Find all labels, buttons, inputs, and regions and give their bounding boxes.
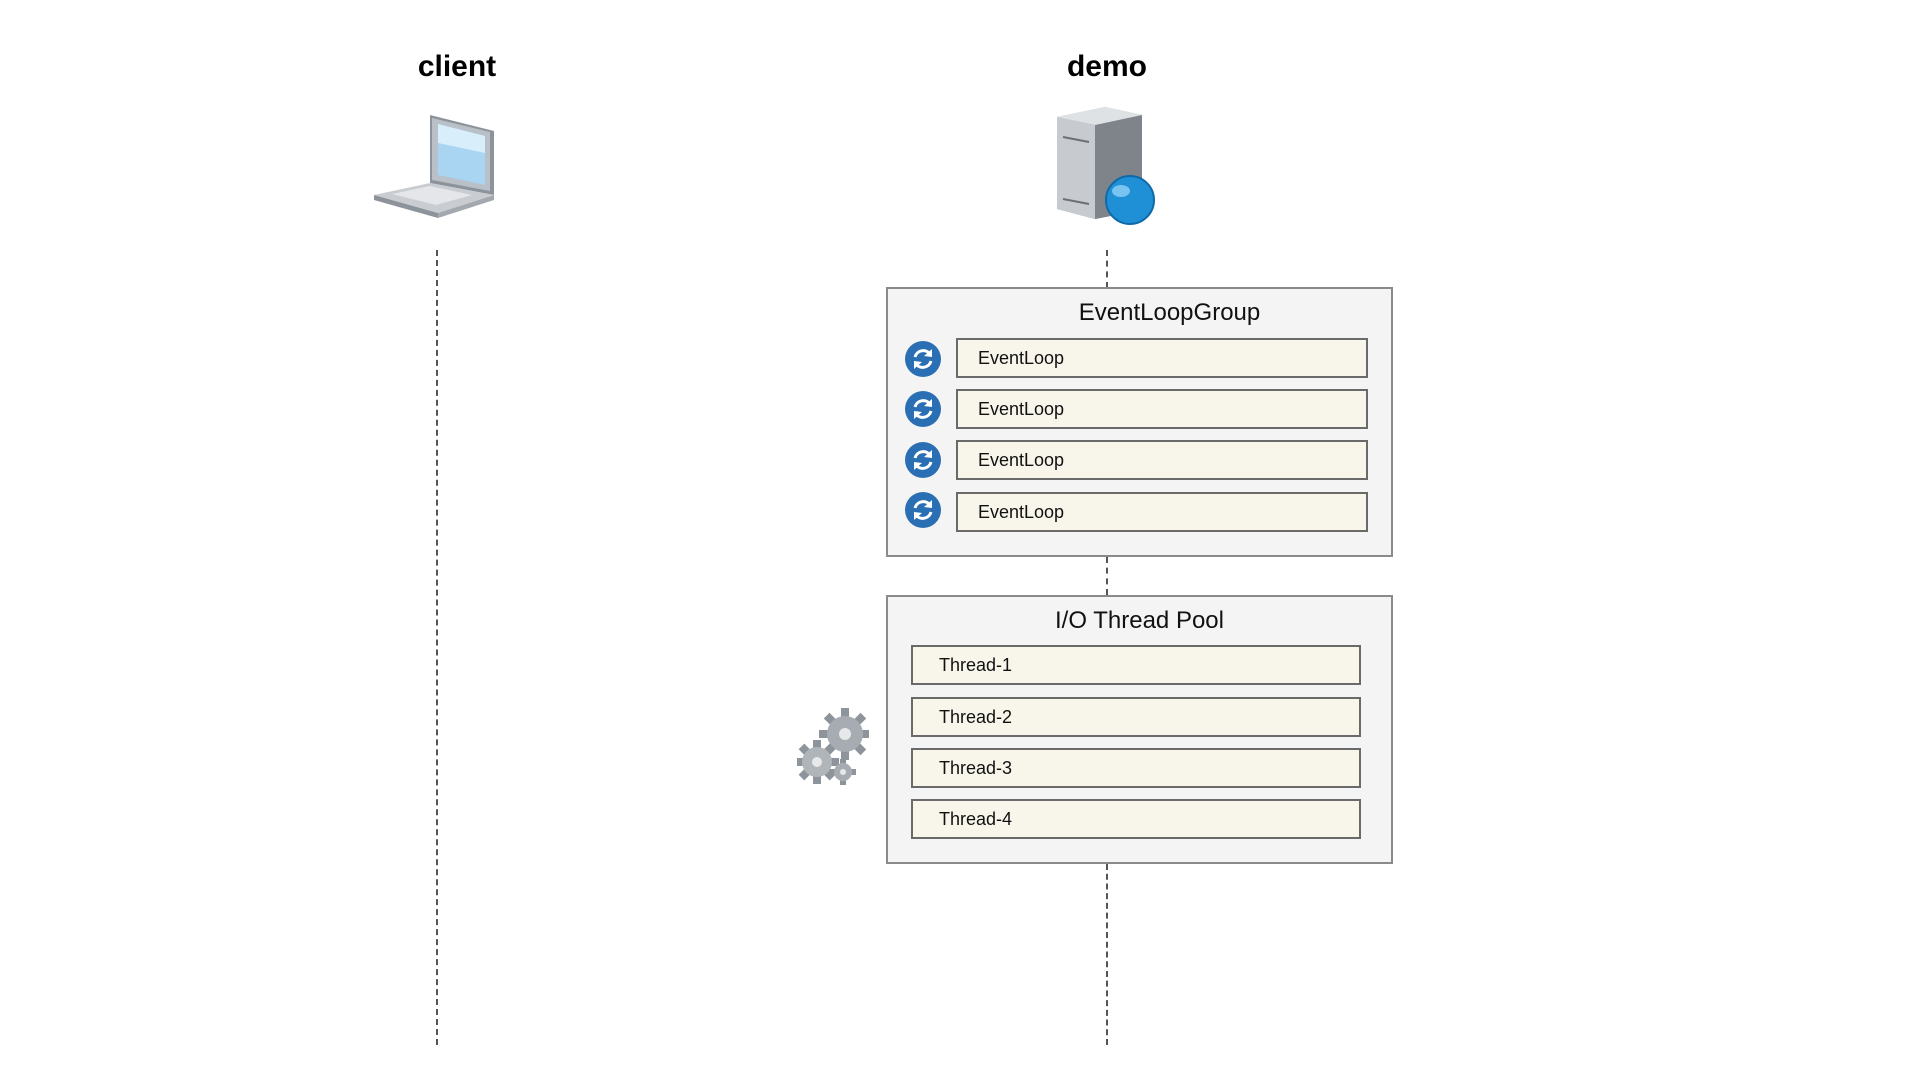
- thread-2-label: Thread-2: [939, 706, 1013, 727]
- event-loop-1: EventLoop: [956, 338, 1368, 378]
- event-loop-4-label: EventLoop: [978, 501, 1065, 522]
- refresh-icon: [905, 442, 941, 478]
- event-loop-group-title: EventLoopGroup: [1078, 299, 1261, 326]
- thread-3-label: Thread-3: [939, 757, 1013, 778]
- client-lifeline: [436, 250, 438, 1045]
- client-title: client: [417, 50, 497, 83]
- thread-4-label: Thread-4: [939, 808, 1013, 829]
- event-loop-1-label: EventLoop: [978, 347, 1065, 368]
- thread-1: Thread-1: [911, 645, 1361, 685]
- laptop-icon: [372, 113, 497, 218]
- refresh-icon: [905, 391, 941, 427]
- event-loop-3: EventLoop: [956, 440, 1368, 480]
- refresh-icon: [905, 492, 941, 528]
- thread-3: Thread-3: [911, 748, 1361, 788]
- demo-lifeline-middle: [1106, 557, 1108, 595]
- event-loop-4: EventLoop: [956, 492, 1368, 532]
- web-server-icon: [1055, 105, 1160, 225]
- event-loop-3-label: EventLoop: [978, 449, 1065, 470]
- gears-icon: [795, 706, 871, 790]
- demo-lifeline-bottom: [1106, 864, 1108, 1045]
- thread-1-label: Thread-1: [939, 654, 1013, 675]
- demo-lifeline-top: [1106, 250, 1108, 288]
- thread-4: Thread-4: [911, 799, 1361, 839]
- demo-title: demo: [1066, 50, 1147, 83]
- event-loop-2: EventLoop: [956, 389, 1368, 429]
- refresh-icon: [905, 341, 941, 377]
- event-loop-2-label: EventLoop: [978, 398, 1065, 419]
- thread-2: Thread-2: [911, 697, 1361, 737]
- io-thread-pool-title: I/O Thread Pool: [1055, 607, 1224, 634]
